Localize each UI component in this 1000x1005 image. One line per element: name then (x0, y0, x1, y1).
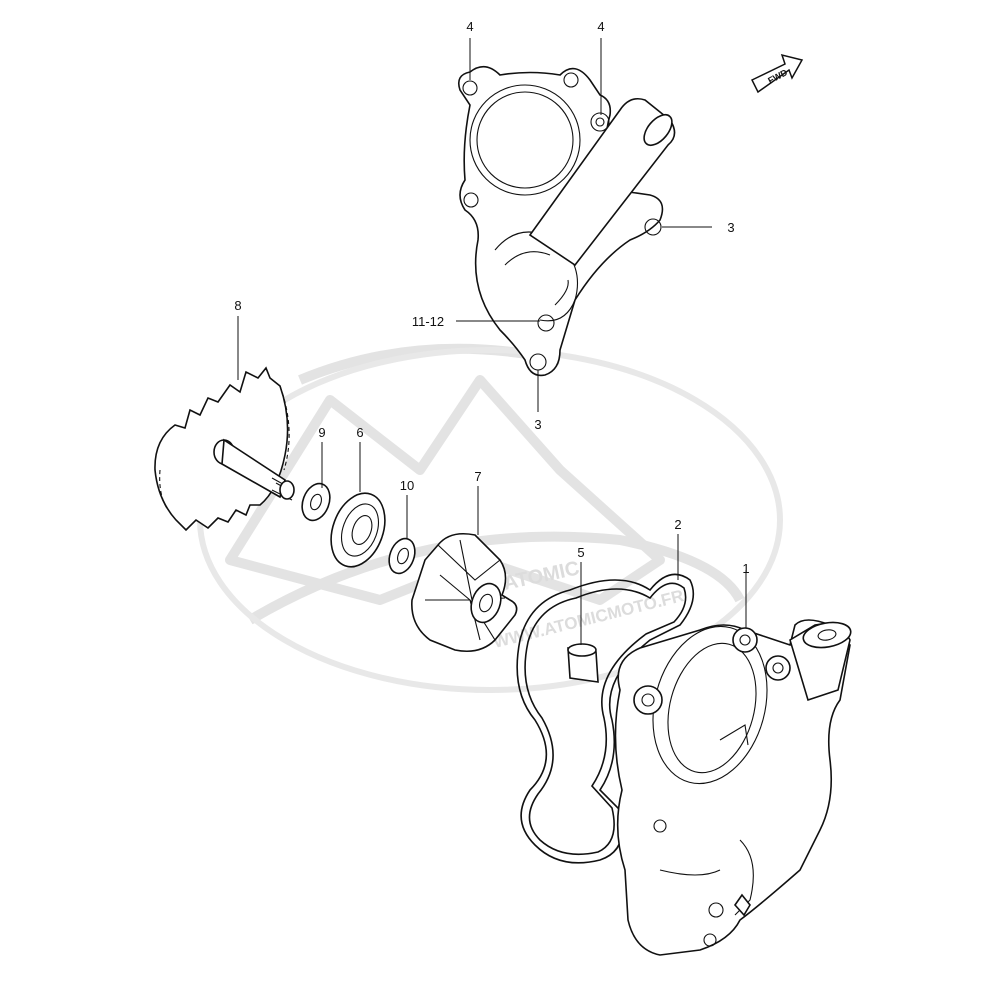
callout-7: 7 (474, 469, 481, 484)
mechanical-seal (330, 492, 386, 568)
callout-9: 9 (318, 425, 325, 440)
callout-8: 8 (234, 298, 241, 313)
leader-lines (237, 38, 747, 645)
callout-10: 10 (400, 478, 414, 493)
callout-1: 1 (742, 561, 749, 576)
washer (301, 482, 331, 522)
water-pump-cover (457, 65, 676, 377)
callout-3-bottom: 3 (534, 417, 541, 432)
callout-4-right: 4 (597, 19, 604, 34)
callout-6: 6 (356, 425, 363, 440)
fwd-arrow-icon: FWD (750, 53, 804, 94)
callout-11-12: 11-12 (412, 314, 444, 329)
callout-2: 2 (674, 517, 681, 532)
dowel-pin (567, 643, 599, 683)
pump-drive-gear (154, 366, 295, 532)
impeller (411, 532, 518, 653)
callout-5: 5 (577, 545, 584, 560)
callout-3-right: 3 (727, 220, 734, 235)
callout-4-left: 4 (466, 19, 473, 34)
water-pump-body (614, 619, 852, 956)
seal-ring (388, 537, 416, 575)
callout-labels: 4 4 3 11-12 3 8 9 6 10 7 5 2 1 (234, 19, 749, 576)
